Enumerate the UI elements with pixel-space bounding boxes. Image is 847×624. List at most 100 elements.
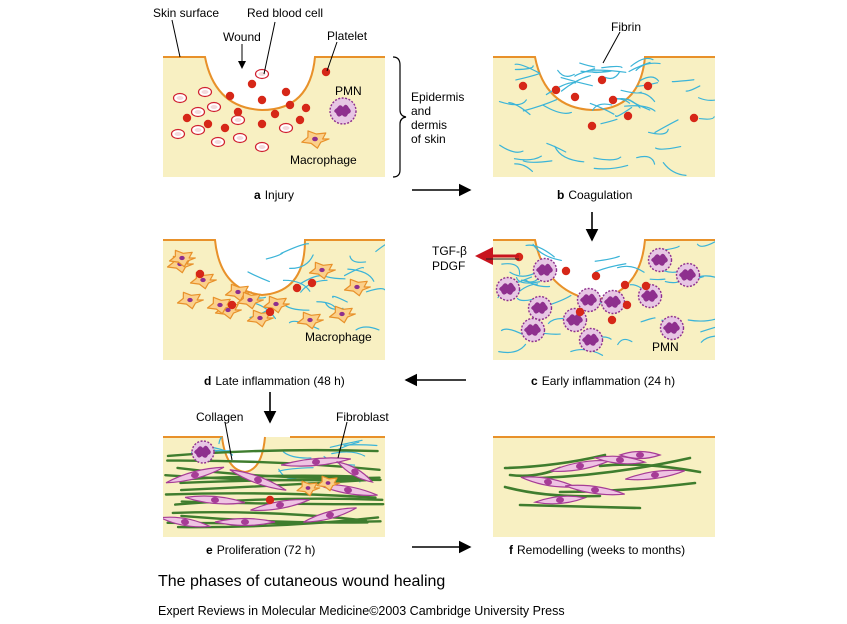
fibroblast-nucleus <box>636 452 644 458</box>
macrophage-nucleus <box>217 302 223 308</box>
platelet <box>281 87 291 97</box>
pmn-nucleus <box>566 313 583 326</box>
fibrin-strand <box>700 326 715 333</box>
fibrin-strand <box>655 145 682 150</box>
fibrin-strand <box>579 62 596 68</box>
fibroblast-nucleus <box>556 496 564 504</box>
macrophage-nucleus <box>307 317 313 323</box>
platelet <box>591 271 601 281</box>
fibrin-strand <box>671 79 695 83</box>
macrophage-nucleus <box>305 486 311 490</box>
macrophage-nucleus <box>257 315 263 321</box>
fibrin-strand <box>343 266 365 277</box>
caption-b-text: Coagulation <box>568 188 633 202</box>
platelet <box>620 280 630 290</box>
platelet <box>597 75 607 85</box>
red-blood-cell-center <box>282 126 290 130</box>
collagen-fiber <box>538 456 692 480</box>
label-pmn-a: PMN <box>335 84 362 98</box>
label-of-skin: of skin <box>411 132 446 146</box>
platelet <box>689 113 699 123</box>
skin-surface-line-a <box>163 56 385 112</box>
pmn-nucleus <box>679 268 696 281</box>
fibrin-strand <box>282 451 312 459</box>
panel-b-cells <box>518 75 699 131</box>
collagen-fiber <box>598 463 702 474</box>
leader-fibrin <box>602 31 621 64</box>
pmn-nucleus <box>334 104 351 117</box>
platelet <box>551 85 561 95</box>
pmn-nucleus <box>536 263 553 276</box>
macrophage-nucleus <box>325 481 331 485</box>
fibrin-strand <box>331 451 366 457</box>
red-blood-cell-center <box>201 90 209 94</box>
red-blood-cell-center <box>234 118 242 122</box>
platelet <box>622 300 632 310</box>
leader-platelet <box>326 41 338 72</box>
platelet <box>225 91 235 101</box>
macrophage-nucleus <box>179 255 185 261</box>
fibrin-strand <box>521 278 539 283</box>
fibroblast-nucleus <box>544 478 552 486</box>
platelet <box>270 109 280 119</box>
label-fibroblast: Fibroblast <box>336 410 389 424</box>
platelet <box>587 121 597 131</box>
macrophage-nucleus <box>273 301 279 307</box>
panel-e-cells <box>163 440 378 528</box>
pmn-nucleus <box>641 289 658 302</box>
epidermis-brace <box>392 56 407 178</box>
red-blood-cell-center <box>258 145 266 149</box>
red-blood-cell-center <box>194 128 202 132</box>
fibrin-strand <box>554 145 585 163</box>
collagen-fiber <box>173 497 384 506</box>
red-blood-cell-center <box>214 140 222 144</box>
platelet <box>265 495 275 505</box>
fibroblast-nucleus <box>312 458 320 466</box>
fibrin-strand <box>349 255 367 263</box>
panel-a-cells <box>170 67 357 153</box>
fibrin-strand <box>640 317 656 323</box>
fibrin-strand <box>282 279 311 292</box>
red-blood-cell-center <box>210 105 218 109</box>
panel-f-collagen <box>503 453 702 510</box>
platelet <box>285 100 295 110</box>
platelet <box>561 266 571 276</box>
pmn-nucleus <box>194 445 211 458</box>
collagen-fiber <box>503 485 602 498</box>
fibroblast-nucleus <box>241 519 249 525</box>
caption-f-text: Remodelling (weeks to months) <box>517 543 686 557</box>
fibroblast-nucleus <box>191 471 199 479</box>
platelet <box>233 107 243 117</box>
fibrin-strand <box>343 444 378 447</box>
fibrin-strand <box>278 467 314 472</box>
fibrin-strand <box>522 99 558 112</box>
fibrin-strand <box>630 57 654 67</box>
fibrin-strand <box>698 116 715 120</box>
fibrin-strand <box>696 241 715 247</box>
label-collagen: Collagen <box>196 410 244 424</box>
macrophage-nucleus <box>319 267 325 273</box>
fibrin-strand <box>662 162 687 176</box>
platelet <box>607 315 617 325</box>
fibroblast-nucleus <box>591 486 599 494</box>
fibrin-strand <box>620 89 642 94</box>
fibrin-strand <box>375 244 385 253</box>
leader-red-blood-cell <box>263 21 276 75</box>
macrophage-nucleus <box>312 136 318 142</box>
label-macrophage-d: Macrophage <box>305 330 372 344</box>
panel-f-remodelling <box>493 436 715 537</box>
caption-f-letter: f <box>509 543 513 557</box>
fibrin-strand <box>218 437 223 445</box>
label-macrophage-a: Macrophage <box>290 153 357 167</box>
fibrin-strand <box>685 85 701 92</box>
caption-d-text: Late inflammation (48 h) <box>215 374 345 388</box>
fibrin-strand <box>498 343 527 354</box>
panel-f-cells <box>520 450 685 505</box>
platelet <box>295 115 305 125</box>
macrophage-nucleus <box>225 307 231 313</box>
fibroblast-nucleus <box>181 518 189 526</box>
platelet <box>292 283 302 293</box>
